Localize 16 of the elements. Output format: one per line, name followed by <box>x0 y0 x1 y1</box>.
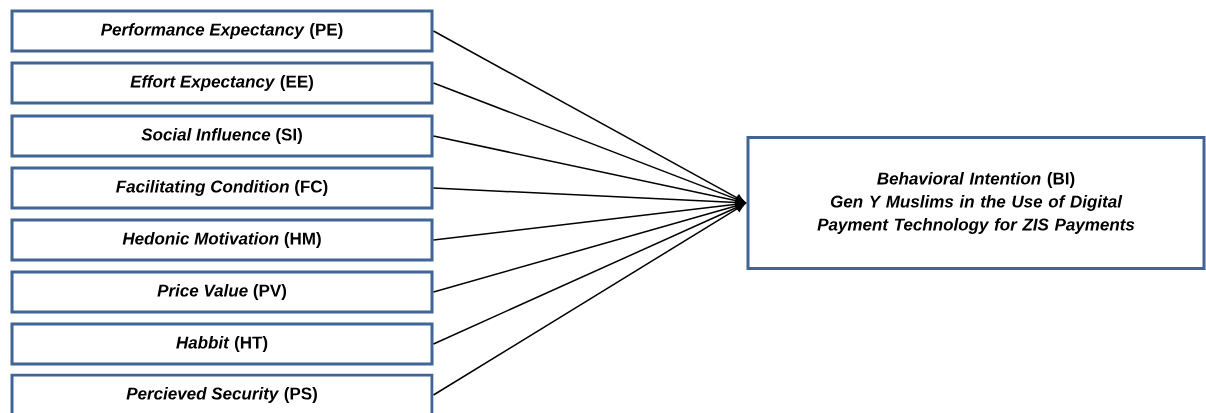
arrow <box>432 82 745 203</box>
construct-box: Habbit (HT) <box>10 322 434 366</box>
construct-box: Price Value (PV) <box>10 270 434 314</box>
construct-box: Performance Expectancy (PE) <box>10 9 434 53</box>
arrow <box>432 202 745 293</box>
construct-box: Facilitating Condition (FC) <box>10 166 434 210</box>
construct-box: Social Influence (SI) <box>10 114 434 158</box>
arrow <box>432 30 745 203</box>
arrow <box>432 203 745 345</box>
arrow <box>432 135 745 205</box>
construct-box: Effort Expectancy (EE) <box>10 61 434 105</box>
arrow <box>432 203 745 396</box>
construct-box: Percieved Security (PS) <box>10 373 434 413</box>
arrow <box>432 200 745 241</box>
construct-box: Hedonic Motivation (HM) <box>10 218 434 262</box>
outcome-box: Behavioral Intention (BI) Gen Y Muslims in the Use of Digital Payment Technology for ZIS Payments <box>746 136 1206 270</box>
